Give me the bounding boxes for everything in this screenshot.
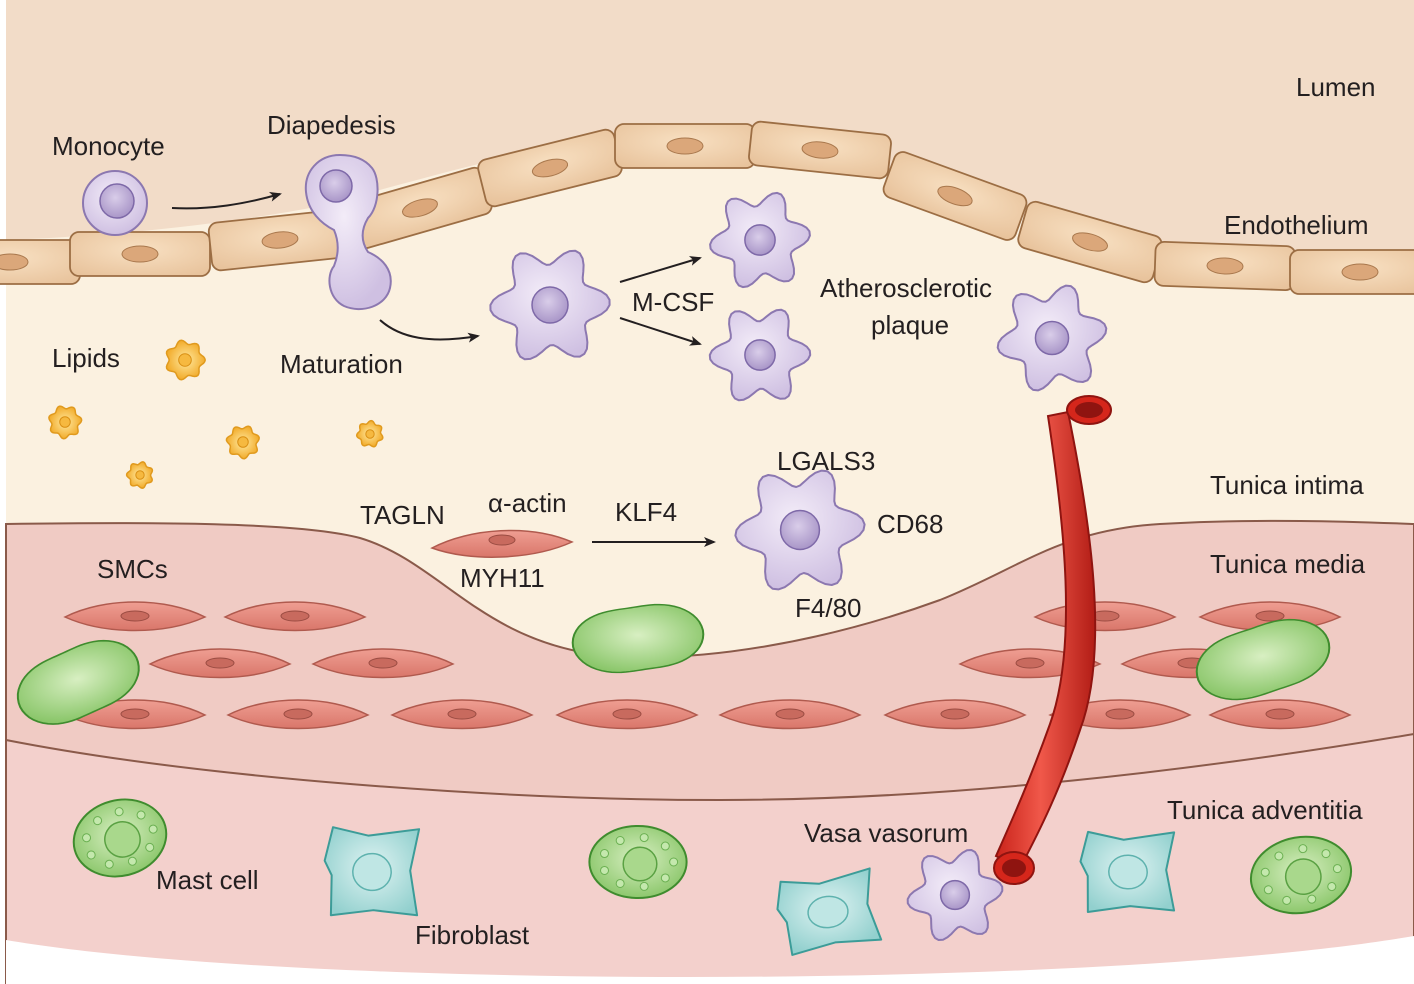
macrophage-upper bbox=[709, 191, 811, 289]
label-cd68: CD68 bbox=[877, 509, 944, 539]
diapedesis-cell bbox=[304, 153, 392, 311]
label-lgals3: LGALS3 bbox=[777, 446, 876, 476]
label-lipids: Lipids bbox=[52, 343, 120, 373]
label-m-csf: M-CSF bbox=[632, 287, 715, 317]
fibroblast-left bbox=[323, 826, 421, 917]
mcsf-arrow-up bbox=[619, 256, 702, 283]
label-smcs: SMCs bbox=[97, 554, 168, 584]
label-fibroblast: Fibroblast bbox=[415, 920, 530, 950]
label-maturation: Maturation bbox=[280, 349, 403, 379]
mast-cell-left bbox=[16, 639, 168, 878]
tunica-adventitia-region bbox=[5, 732, 1414, 984]
label-atherosclerotic: Atherosclerotic bbox=[820, 273, 992, 303]
diapedesis-arrow bbox=[171, 191, 282, 210]
fibroblast-right bbox=[1079, 830, 1176, 913]
maturation-arrow bbox=[379, 319, 480, 343]
monocyte-cell bbox=[82, 170, 148, 236]
vasa-vasorum-vessel bbox=[993, 395, 1112, 885]
fibroblast-middle bbox=[776, 867, 883, 956]
label-monocyte: Monocyte bbox=[52, 131, 165, 161]
label-vasa-vasorum: Vasa vasorum bbox=[804, 818, 969, 848]
label-tunica-media: Tunica media bbox=[1210, 549, 1366, 579]
macrophage-mature bbox=[489, 249, 611, 361]
label-mast-cell: Mast cell bbox=[156, 865, 259, 895]
label-lumen: Lumen bbox=[1296, 72, 1376, 102]
label-endothelium: Endothelium bbox=[1224, 210, 1369, 240]
macrophage-plaque bbox=[996, 284, 1108, 392]
mast-cell-right bbox=[1195, 618, 1353, 915]
lipid-droplets bbox=[48, 339, 384, 489]
endothelium-layer bbox=[0, 120, 1414, 295]
macrophage-klf4 bbox=[734, 469, 866, 591]
label-tunica-intima: Tunica intima bbox=[1210, 470, 1364, 500]
mast-cell-middle bbox=[571, 603, 705, 899]
label-tagln: TAGLN bbox=[360, 500, 445, 530]
mcsf-arrow-down bbox=[619, 317, 702, 346]
label-diapedesis: Diapedesis bbox=[267, 110, 396, 140]
macrophage-adventitia bbox=[906, 849, 1004, 941]
label-alpha-actin: α-actin bbox=[488, 488, 567, 518]
label-klf4: KLF4 bbox=[615, 497, 678, 527]
label-tunica-adventitia: Tunica adventitia bbox=[1167, 795, 1363, 825]
macrophage-lower bbox=[708, 308, 812, 402]
label-f4-80: F4/80 bbox=[795, 593, 862, 623]
label-plaque: plaque bbox=[871, 310, 950, 340]
label-myh11: MYH11 bbox=[460, 563, 545, 593]
smc-transitioning bbox=[430, 529, 574, 558]
